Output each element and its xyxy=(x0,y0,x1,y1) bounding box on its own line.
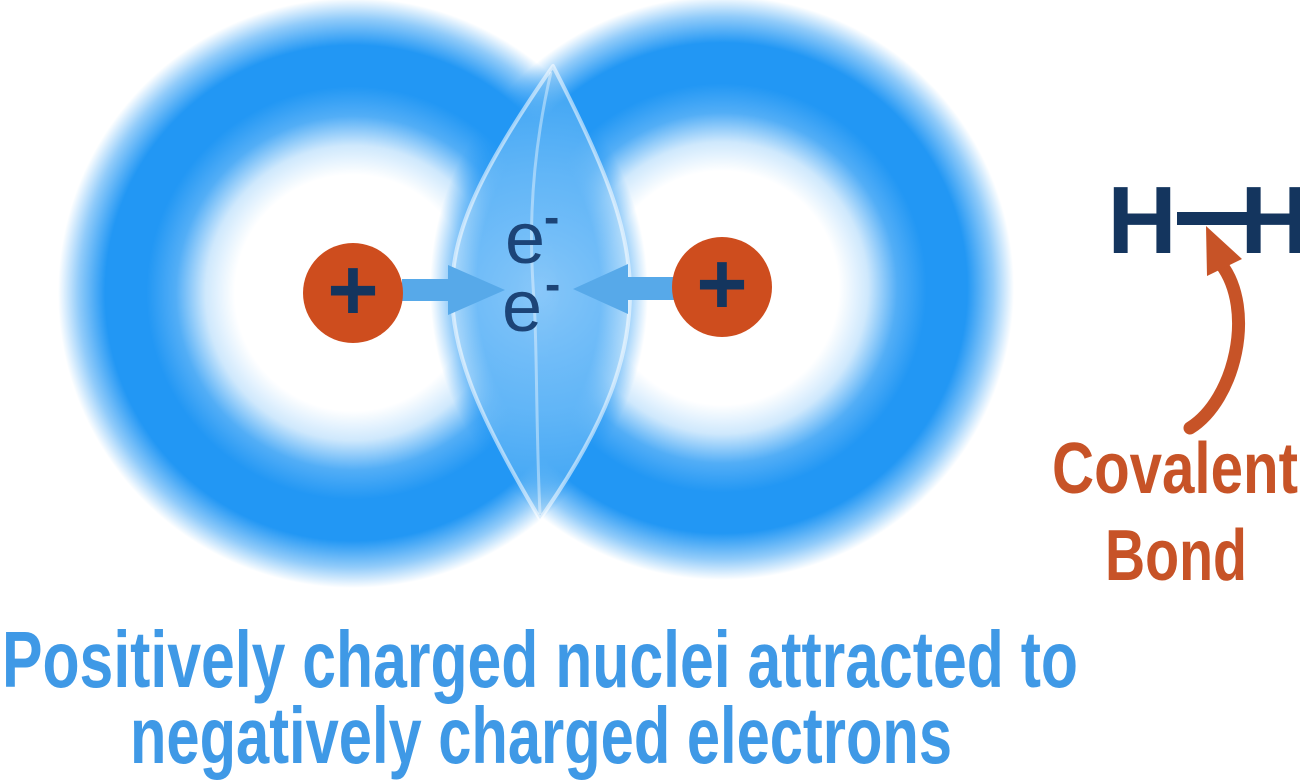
electron-charge-bottom: - xyxy=(545,258,560,310)
molecule-formula: H H xyxy=(1107,167,1300,274)
hydrogen-atom-right: H xyxy=(1240,167,1300,274)
hydrogen-atom-left: H xyxy=(1107,167,1176,274)
covalent-bond-arrow-curve xyxy=(1183,257,1246,435)
left-nucleus xyxy=(303,243,403,343)
electron-symbol-top: e xyxy=(505,199,545,279)
right-nucleus xyxy=(672,237,772,337)
left-nucleus-charge: + xyxy=(327,240,378,339)
electron-charge-top: - xyxy=(544,191,559,243)
left-attraction-arrow-icon xyxy=(402,265,505,315)
bond-label-line2: Bond xyxy=(1105,516,1247,596)
electron-symbol-bottom: e xyxy=(502,267,542,347)
covalent-bond-arrow-icon xyxy=(1183,226,1246,435)
caption-line1: Positively charged nuclei attracted to xyxy=(2,615,1078,704)
bond-line xyxy=(1177,212,1247,225)
bond-label-line1: Covalent xyxy=(1052,429,1298,509)
shared-electron-region xyxy=(450,64,632,521)
right-nucleus-charge: + xyxy=(696,234,747,333)
right-attraction-arrow-icon xyxy=(573,264,674,314)
covalent-bond-arrow-head xyxy=(1206,226,1242,276)
cloud-overlap-seam xyxy=(529,71,553,515)
caption-line2: negatively charged electrons xyxy=(130,691,952,780)
